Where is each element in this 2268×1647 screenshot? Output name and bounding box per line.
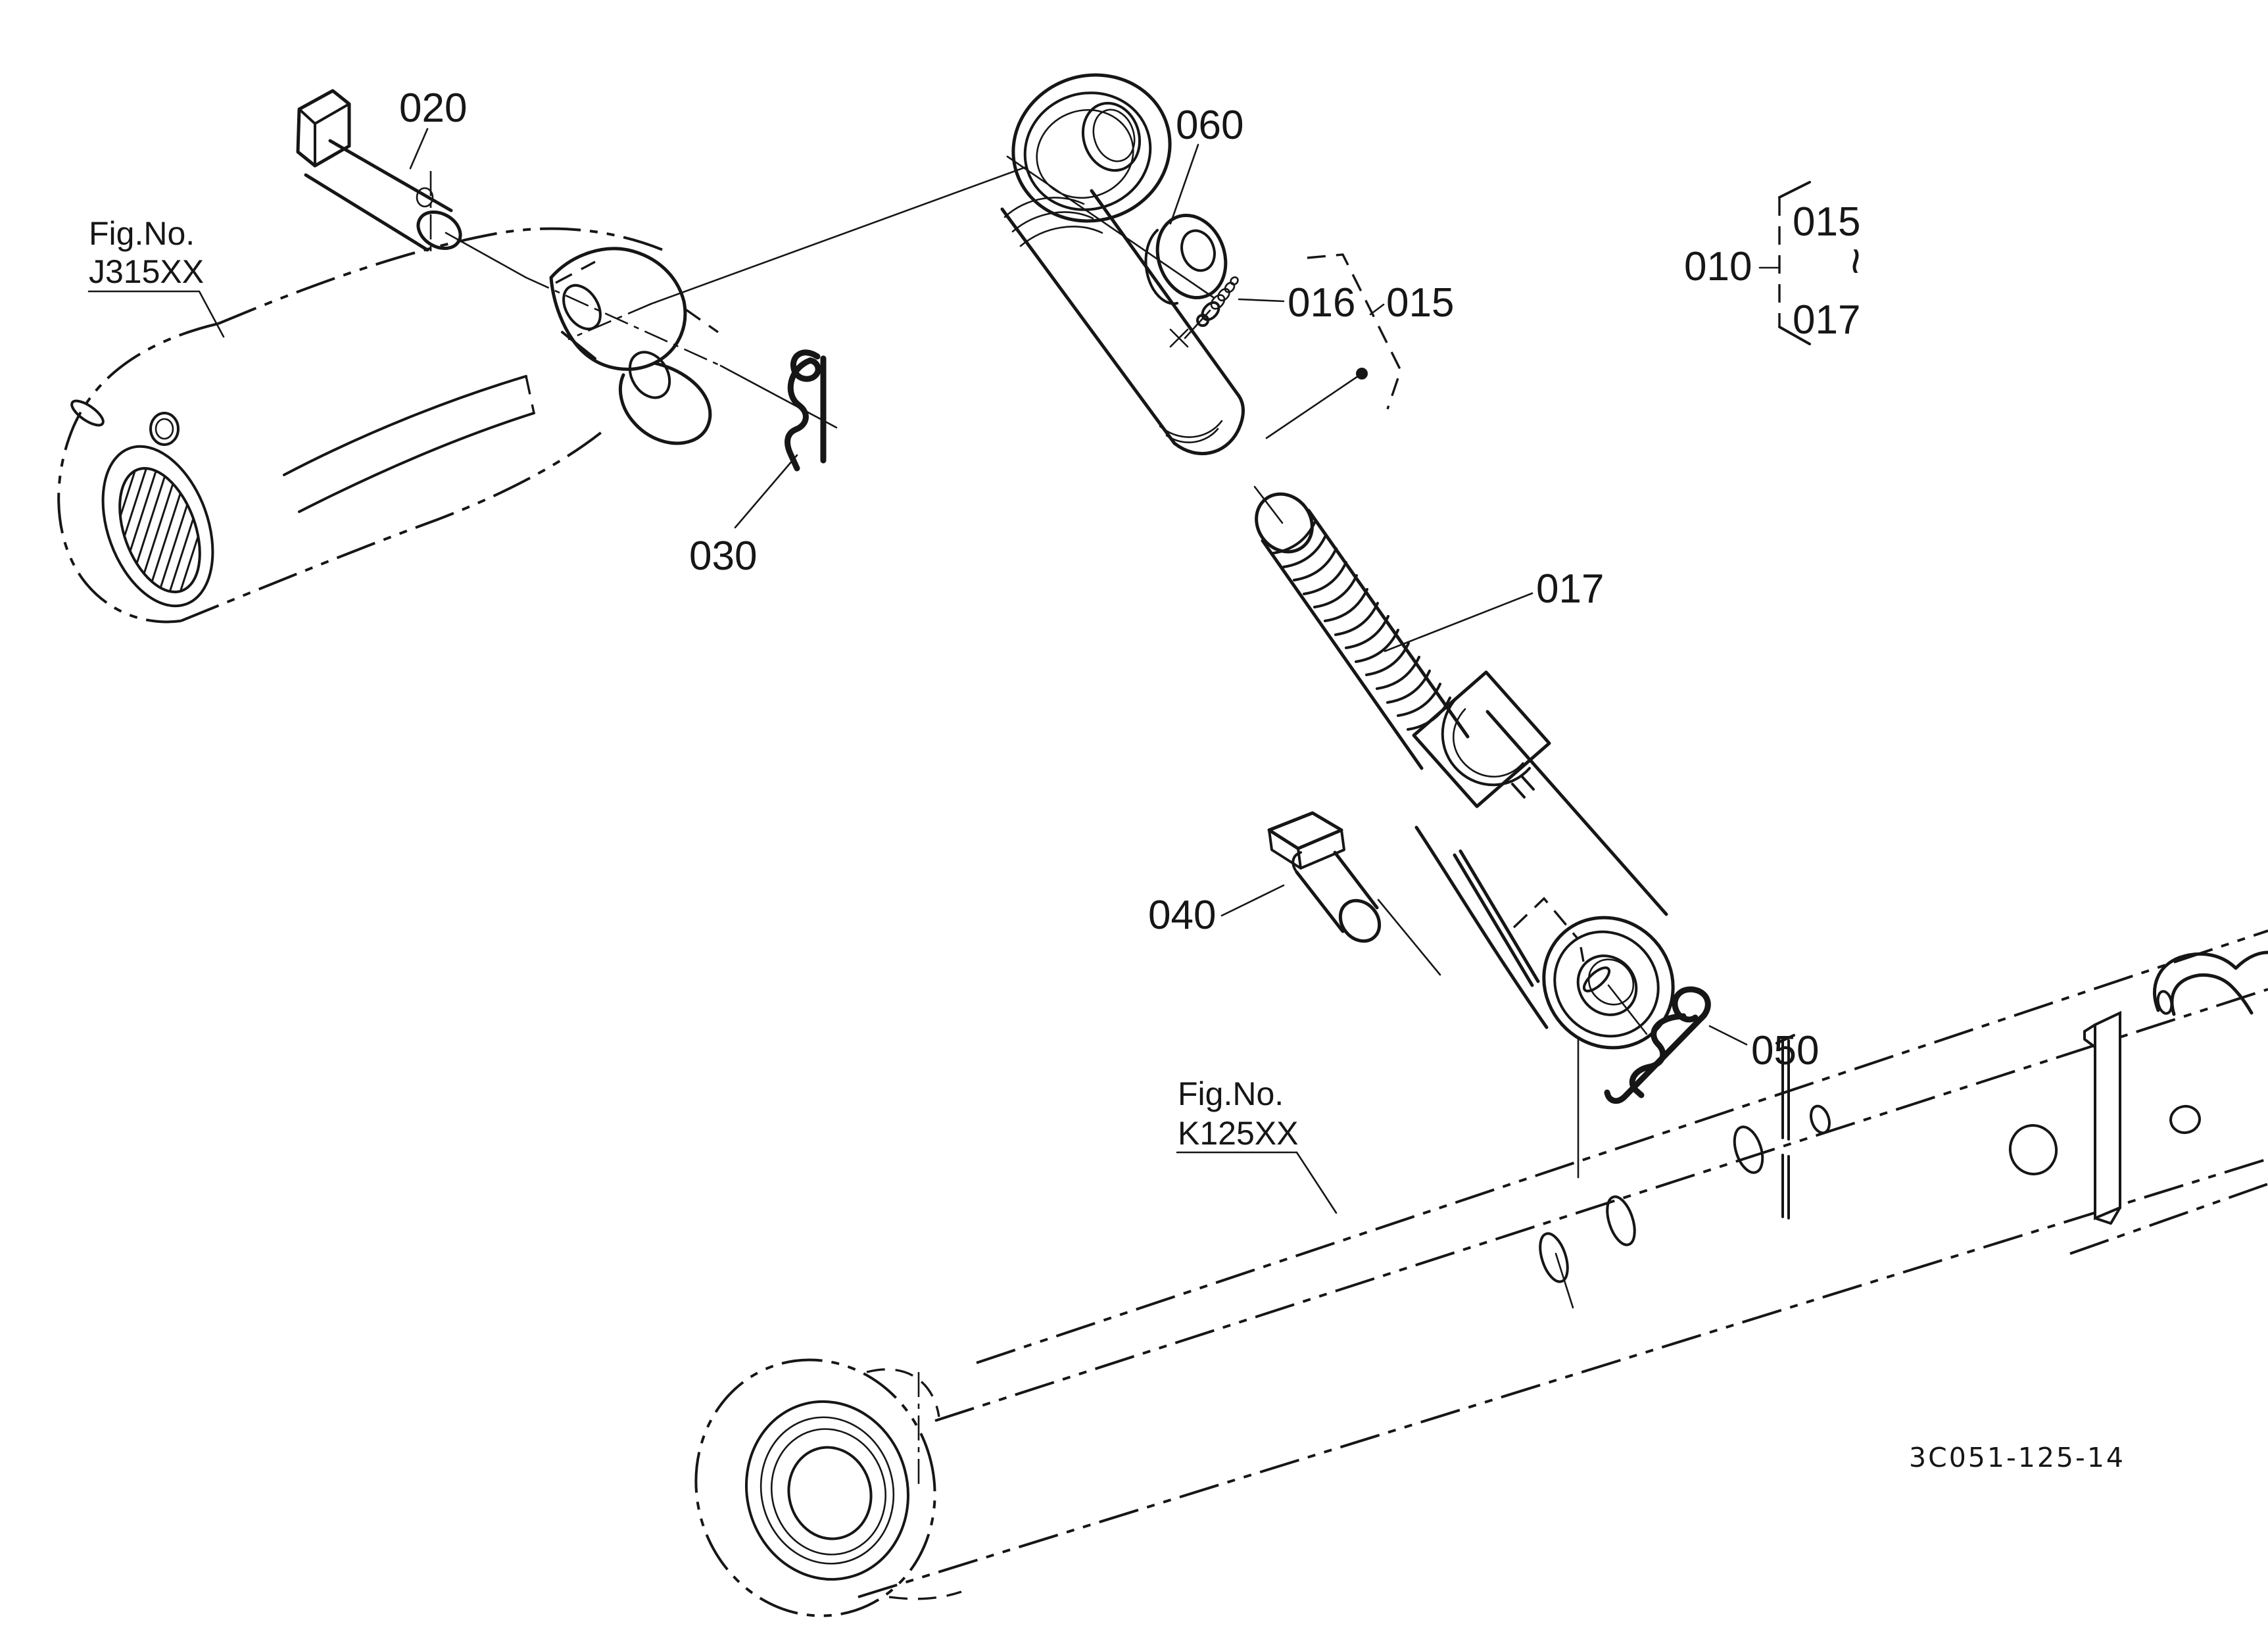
arm-eye-outline [694, 1358, 936, 1617]
spline-bore-boss [101, 445, 214, 608]
arm-bracket-plate [2083, 1010, 2121, 1225]
arm-hole [1539, 1232, 1569, 1283]
arm-hole [1810, 1104, 1831, 1135]
part-label-015: 015 [1386, 280, 1454, 326]
assembly-bracket-dashed [1307, 253, 1402, 410]
clamp-plate [1412, 670, 1551, 808]
arm-bracket-thin [1775, 1034, 1795, 1219]
part-label-016: 016 [1288, 280, 1355, 326]
arm-small-hole [149, 412, 180, 446]
pin-lower-end [1338, 898, 1382, 943]
leader-lines [87, 128, 1748, 1214]
figure-ref-lower-code: K125XX [1178, 1115, 1298, 1152]
arm-hole [1606, 1195, 1636, 1246]
figure-ref-upper-code: J315XX [89, 253, 204, 290]
lower-link-body [1412, 670, 1675, 1179]
grease-fitting [1196, 276, 1239, 327]
figure-ref-upper-prefix: Fig.No. [89, 215, 195, 252]
arm-clevis [549, 247, 719, 445]
part-label-017: 017 [1536, 566, 1604, 612]
group-range-start: 015 [1793, 199, 1860, 245]
arm-hole [1733, 1125, 1764, 1174]
hairpin-clip-top [784, 349, 827, 472]
ball-insertion-axis [650, 166, 1027, 305]
grease-point-mark [1169, 328, 1189, 348]
linch-pin [1267, 811, 1441, 976]
part-label-050: 050 [1751, 1028, 1819, 1073]
top-link-tube [1000, 189, 1245, 455]
group-bracket [1758, 181, 1811, 345]
group-label-010: 010 [1684, 244, 1752, 289]
hairpin-clip-bottom [1604, 986, 1711, 1104]
washer-axis [1006, 155, 1215, 299]
rod-threads [1272, 520, 1451, 731]
washer [1144, 213, 1228, 305]
part-label-030: 030 [689, 533, 757, 579]
hidden-hole-dashed [1512, 897, 1585, 962]
ball-bore [1081, 101, 1142, 172]
figure-ref-lower-prefix: Fig.No. [1178, 1075, 1284, 1112]
turnbuckle-rod [1253, 485, 1470, 770]
arm-hole [2008, 1124, 2058, 1175]
lower-lift-arm [694, 929, 2268, 1617]
part-label-060: 060 [1176, 103, 1243, 148]
arm-eye-bore [787, 1446, 873, 1540]
clamp-seam [1453, 849, 1540, 987]
pin-end [416, 210, 462, 251]
group-range-end: 017 [1793, 297, 1860, 343]
pin-hole [416, 187, 434, 208]
part-label-020: 020 [399, 86, 467, 131]
arm-end-hook [2153, 950, 2268, 1016]
clevis-pin [296, 89, 462, 254]
part-label-040: 040 [1148, 893, 1216, 938]
pin-insertion-axis [445, 232, 527, 279]
lower-eye-bore [1576, 954, 1638, 1016]
drawing-number: 3C051-125-14 [1909, 1442, 2125, 1473]
group-range-tilde: ~ [1829, 247, 1882, 275]
arm-hole [2169, 1104, 2201, 1135]
